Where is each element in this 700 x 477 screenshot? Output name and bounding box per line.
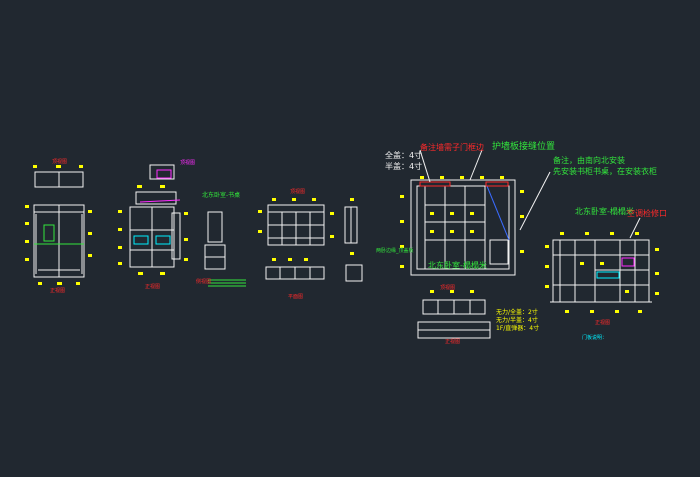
wardrobe-elevation-1 (33, 171, 85, 278)
label-note-door-frame: 备注墙需子门框边 (420, 143, 484, 152)
label-room-note: 两卧边缘_顶盖板 (376, 248, 414, 254)
label-tatami-elevation: 北东卧室-榻榻米 (575, 207, 634, 216)
label-door-panel-note: 门板说明： (582, 335, 608, 341)
label-tatami-plan: 北东卧室-榻榻米 (428, 261, 487, 270)
dimension-marks (25, 165, 659, 313)
label-front-view-5: 正视图 (595, 320, 611, 326)
label-hinge-inner: 1F/直弹器：4寸 (496, 325, 540, 332)
bookshelf-elevation (265, 204, 363, 282)
label-plan-view: 平面图 (288, 294, 304, 300)
label-front-view-1: 正视图 (50, 288, 66, 294)
label-ac-hole: 空调检修口 (627, 209, 667, 218)
desk-legend-lines (208, 279, 246, 287)
label-half-cover: 半盖：4寸 (385, 162, 423, 171)
label-hinge-full: 无力/全盖：2寸 (496, 309, 538, 316)
label-full-cover: 全盖：4寸 (385, 151, 423, 160)
label-panel-seam: 护墙板接缝位置 (492, 142, 556, 152)
label-hinge-half: 无力/半盖：4寸 (496, 317, 538, 324)
label-north-east-bedroom-desk: 北东卧室-书桌 (202, 192, 241, 199)
tatami-room-plan (410, 179, 516, 339)
tatami-elevation (550, 239, 652, 303)
desk-side-view (204, 211, 226, 270)
label-note-install-1: 备注，由南向北安装 (553, 156, 625, 165)
label-top-view-3: 顶视图 (290, 189, 306, 195)
label-top-view-1: 顶视图 (52, 159, 68, 165)
label-front-view-2: 正视图 (145, 284, 161, 290)
label-top-view-2: 顶视图 (180, 160, 196, 166)
label-side-view: 侧视图 (196, 279, 212, 285)
label-front-view-4: 正视图 (445, 339, 461, 345)
label-note-install-2: 先安装书柜书桌，在安装衣柜 (553, 167, 657, 176)
label-top-view-4: 顶视图 (440, 285, 456, 291)
desk-cabinet-elevation (129, 164, 181, 268)
leader-lines (139, 149, 641, 239)
